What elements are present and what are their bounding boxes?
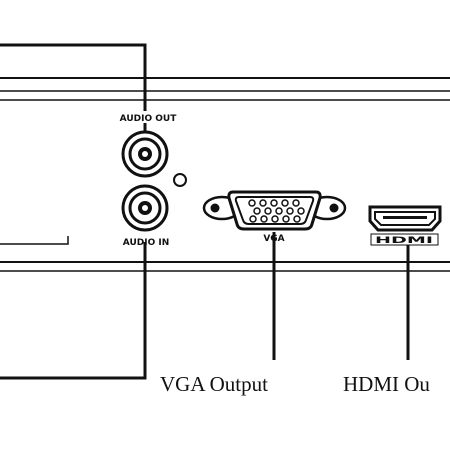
vga-port: VGA [202,190,347,244]
hdmi-logo-backdrop [370,233,439,246]
hdmi-label: HDMI [375,236,433,246]
vga-pin [253,207,261,215]
vga-pin [270,199,278,207]
vga-left-screw [210,203,220,213]
vga-pin [275,207,283,215]
vga-label: VGA [263,234,284,244]
audio-in-leader-line [0,242,147,380]
vga-pin [264,207,272,215]
audio-out-jack-pin-hole [142,151,148,157]
audio-out-label-mask [108,111,188,123]
vga-pin [259,199,267,207]
vga-pin [282,215,290,223]
vga-pin [271,215,279,223]
audio-in-label: AUDIO IN [123,238,169,248]
vga-pin [248,199,256,207]
vga-pin [281,199,289,207]
vga-pin [249,215,257,223]
panel-recess-bracket [0,236,69,245]
hdmi-port: HDMI [368,205,442,246]
audio-out-leader-line [0,43,147,132]
vga-right-screw [329,203,339,213]
audio-out-jack: AUDIO OUT [108,111,188,178]
vga-pin [293,215,301,223]
vga-pin [286,207,294,215]
indicator-led [173,173,187,187]
audio-in-jack-pin-hole [142,205,148,211]
audio-out-label: AUDIO OUT [120,114,178,124]
audio-in-jack: AUDIO IN [121,184,169,248]
device-chassis [0,77,450,272]
vga-output-caption: VGA Output [160,372,268,396]
hdmi-contact-strip [383,216,427,219]
vga-pin [292,199,300,207]
leader-lines [0,43,410,380]
vga-pin [260,215,268,223]
vga-pin [297,207,305,215]
hdmi-logo: HDMI [370,233,439,246]
vga-pins [248,199,305,223]
hdmi-output-caption: HDMI Ou [343,372,430,396]
